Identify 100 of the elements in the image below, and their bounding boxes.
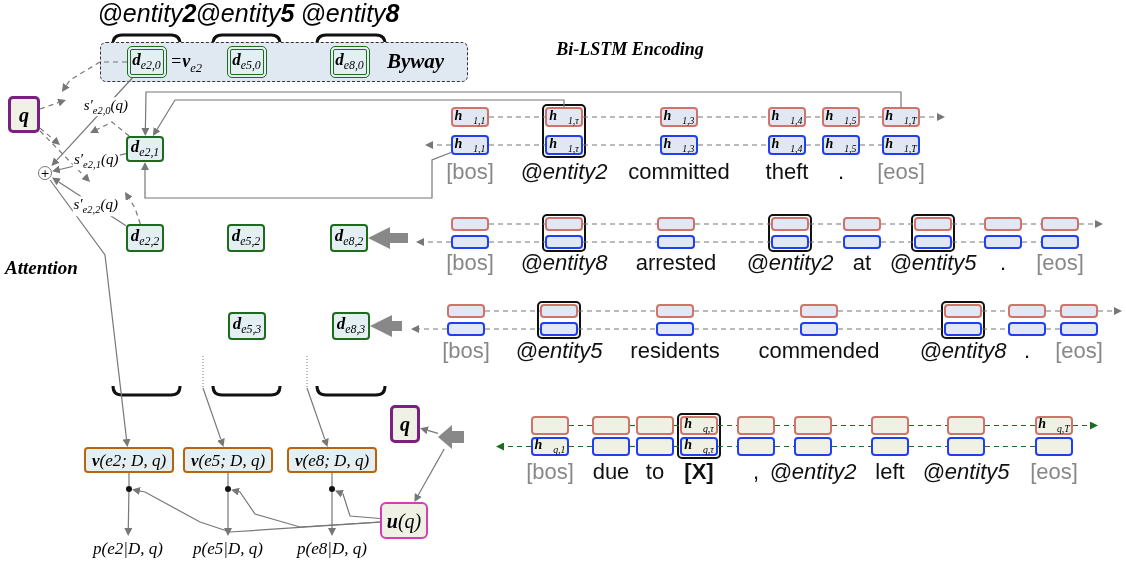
connector-line: [805, 116, 823, 118]
forward-state-box: [794, 416, 832, 435]
query-box: [8, 96, 40, 133]
arrow: [124, 192, 141, 225]
token-text: [bos]: [446, 251, 494, 276]
forward-state-box: [914, 217, 952, 231]
math-label: v(e8; D, q): [294, 451, 370, 469]
arrow: [416, 238, 452, 246]
backward-state-box: [1008, 322, 1046, 336]
token-text: commended: [758, 339, 880, 364]
entity-score-box: [287, 447, 377, 473]
entity-vector-box: [226, 45, 267, 78]
backward-state-box: [1060, 322, 1098, 336]
connector-line: [582, 223, 658, 225]
backward-state-box: [1035, 437, 1073, 456]
token-text: @entity8: [919, 339, 1007, 364]
math-label: h⃖$_{1,4}$: [771, 136, 803, 154]
math-label: q: [400, 414, 410, 434]
arrow: [328, 491, 336, 536]
panel-title: Byway: [387, 51, 445, 72]
entity-name: @entity2: [97, 0, 197, 28]
math-label: d$_{e5,3}$: [232, 315, 262, 337]
probability-formula: p(e5|D, q): [178, 536, 278, 560]
entity-highlight-box: [537, 301, 581, 339]
connector-line: [582, 116, 661, 118]
arrow: [152, 99, 565, 136]
connector-line: [1021, 223, 1042, 225]
connector-line: [568, 424, 593, 427]
token-text: @entity2: [769, 460, 857, 485]
connector-line: [837, 310, 945, 312]
connector-line: [629, 424, 637, 427]
arrow: [425, 141, 452, 149]
arrow: [420, 426, 439, 435]
token-text: theft: [765, 160, 809, 185]
connector-line: [484, 310, 541, 312]
connector-line: [577, 328, 657, 330]
token-text: [bos]: [446, 160, 494, 185]
math-label: d$_{e8,0}$: [335, 50, 364, 73]
arrow: [39, 98, 66, 110]
forward-state-box: [540, 304, 578, 318]
token-text: left: [875, 460, 905, 485]
forward-state-box: [944, 304, 982, 318]
token-text: .: [999, 251, 1007, 276]
entity-score-box: [84, 447, 174, 473]
forward-state-box: [451, 217, 489, 231]
section-title: Attention: [5, 258, 78, 279]
math-label: h⃗$_{1,4}$: [771, 108, 803, 126]
connector-line: [694, 223, 772, 225]
connector-line: [1045, 328, 1061, 330]
connector-line: [908, 445, 948, 448]
arrow: [231, 487, 381, 528]
math-label: v(e2; D, q): [91, 451, 167, 469]
connector-line: [697, 116, 769, 118]
backward-state-box: [843, 235, 881, 249]
equation-text: =v$_{e2}$: [170, 52, 203, 76]
backward-state-box: [657, 235, 695, 249]
backward-state-box: [871, 437, 909, 456]
backward-state-box: [451, 235, 489, 249]
token-text: at: [852, 251, 872, 276]
math-label: q: [19, 104, 29, 125]
entity-highlight-box: [677, 413, 721, 459]
math-label: h⃗$_{1,5}$: [825, 108, 857, 126]
arrow: [202, 387, 225, 447]
entity-vector-box: [329, 45, 370, 78]
arrow: [306, 387, 329, 447]
backward-state-box: [1041, 235, 1079, 249]
math-label: d$_{e5,2}$: [231, 227, 261, 249]
arrow: [39, 127, 60, 145]
section-title: Bi-LSTM Encoding: [556, 40, 704, 60]
connector-line: [488, 144, 546, 146]
entity-name: @entity8: [300, 0, 400, 28]
math-label: h⃖$_{1,5}$: [825, 136, 857, 154]
arrow: [61, 61, 128, 92]
entity-highlight-box: [768, 214, 812, 252]
arrow: [39, 130, 90, 182]
arrow: [124, 491, 133, 536]
forward-state-box: [737, 416, 775, 435]
forward-state-box: [656, 304, 694, 318]
backward-state-box: [636, 437, 674, 456]
connector-line: [774, 424, 795, 427]
connector-line: [717, 445, 738, 448]
connector-line: [717, 424, 738, 427]
math-label: h⃗$_{1,τ}$: [549, 108, 579, 126]
connector-line: [951, 223, 985, 225]
backward-state-box: [914, 235, 952, 249]
connector-line: [831, 424, 872, 427]
edge-label: s′$_{e2,2}$(q): [72, 196, 119, 216]
backward-state-box: [656, 322, 694, 336]
connector-line: [1021, 241, 1042, 243]
connector-line: [568, 445, 593, 448]
connector-line: [629, 445, 637, 448]
forward-state-box: [771, 217, 809, 231]
math-label: u(q): [386, 510, 422, 531]
entity-score-box: [183, 447, 273, 473]
connector-line: [227, 472, 229, 487]
token-text: @entity8: [520, 251, 608, 276]
connector-line: [774, 445, 795, 448]
connector-line: [582, 144, 661, 146]
math-label: h⃖$_{1,1}$: [454, 136, 486, 154]
token-text: [eos]: [1055, 339, 1103, 364]
